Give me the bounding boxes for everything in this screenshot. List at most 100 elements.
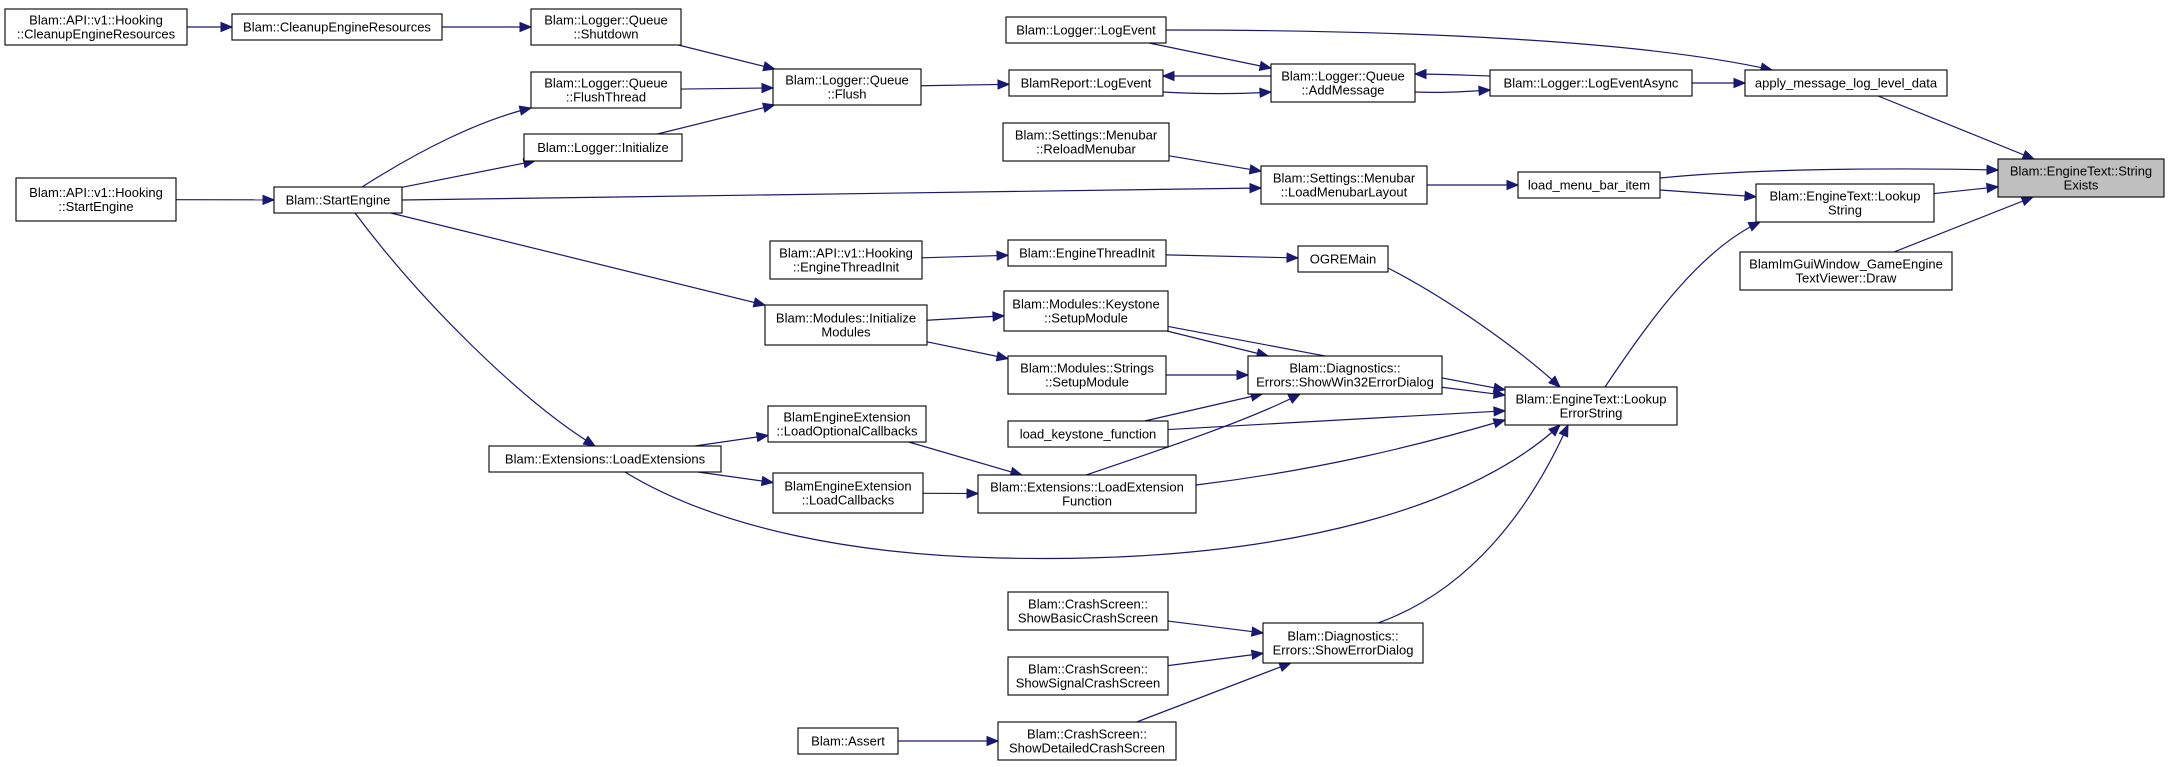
graph-node-ext-loadoptional[interactable]: BlamEngineExtension::LoadOptionalCallbac… (767, 405, 927, 443)
graph-node-ogremain[interactable]: OGREMain (1297, 245, 1389, 273)
arrowhead (986, 735, 1000, 747)
node-label-line: ::SetupModule (1045, 375, 1129, 390)
edge-logeventasync-to-lq_addmessage (1413, 68, 1491, 80)
node-label-line: Errors::ShowErrorDialog (1273, 643, 1414, 658)
graph-node-lq-flushthread[interactable]: Blam::Logger::Queue::FlushThread (530, 71, 682, 109)
arrowhead (1744, 190, 1758, 202)
arrowhead (1286, 252, 1300, 263)
arrowhead (1986, 182, 2000, 194)
nodes-layer: Blam::EngineText::StringExistsBlam::API:… (4, 8, 2165, 761)
arrowhead (1258, 60, 1273, 71)
graph-node-api-start[interactable]: Blam::API::v1::Hooking::StartEngine (15, 177, 177, 222)
edge-load_keystone_fn-to-showwin32 (1144, 391, 1264, 422)
node-box (977, 474, 1197, 514)
graph-node-logger-init[interactable]: Blam::Logger::Initialize (523, 133, 683, 162)
node-label-line: ::ReloadMenubar (1036, 142, 1136, 157)
edge-api_enginethreadinit-to-enginethreadinit (921, 250, 1010, 261)
edge-assert-to-crash_detailed (898, 735, 1000, 747)
graph-node-crash-signal[interactable]: Blam::CrashScreen::ShowSignalCrashScreen (1007, 656, 1169, 696)
node-box (530, 8, 682, 46)
graph-node-apply-msg[interactable]: apply_message_log_level_data (1744, 69, 1948, 97)
node-label-line: load_menu_bar_item (1528, 178, 1650, 193)
graph-node-keystone-setup[interactable]: Blam::Modules::Keystone::SetupModule (1003, 290, 1169, 332)
graph-node-crash-detailed[interactable]: Blam::CrashScreen::ShowDetailedCrashScre… (997, 721, 1177, 761)
graph-node-cleanup[interactable]: Blam::CleanupEngineResources (231, 13, 443, 41)
graph-node-lq-shutdown[interactable]: Blam::Logger::Queue::Shutdown (530, 8, 682, 46)
node-label-line: apply_message_log_level_data (1755, 76, 1938, 91)
graph-node-logger-logevent[interactable]: Blam::Logger::LogEvent (1005, 16, 1167, 44)
node-box (997, 721, 1177, 761)
node-box (1755, 183, 1935, 223)
graph-node-menubar-reload[interactable]: Blam::Settings::Menubar::ReloadMenubar (1002, 122, 1170, 162)
node-box (523, 133, 683, 162)
graph-node-api-cleanup[interactable]: Blam::API::v1::Hooking::CleanupEngineRes… (4, 8, 188, 46)
arrowhead (1547, 375, 1561, 388)
edge-startengine-to-ext_loadext (354, 212, 597, 447)
arrowhead (262, 194, 276, 206)
arrowhead (997, 79, 1011, 90)
node-label-line: Blam::Modules::Keystone (1012, 297, 1159, 312)
edge-lookup_string-to-root (1933, 182, 2000, 195)
graph-node-api-enginethreadinit[interactable]: Blam::API::v1::Hooking::EngineThreadInit (769, 240, 923, 280)
edge-ext_loadoptional-to-ext_loadextfn (908, 441, 1024, 477)
edge-crash_signal-to-showerror (1167, 649, 1265, 667)
edge-enginethreadinit-to-ogremain (1165, 252, 1300, 263)
graph-node-ext-loadext[interactable]: Blam::Extensions::LoadExtensions (488, 445, 722, 473)
node-box (769, 240, 923, 280)
node-box (1247, 355, 1443, 395)
graph-node-startengine[interactable]: Blam::StartEngine (273, 186, 403, 214)
node-label-line: BlamReport::LogEvent (1021, 76, 1152, 91)
edge-modules_init-to-keystone_setup (926, 311, 1006, 322)
graph-node-crash-basic[interactable]: Blam::CrashScreen::ShowBasicCrashScreen (1007, 591, 1169, 631)
arrowhead (760, 475, 775, 487)
node-box (1997, 158, 2165, 198)
graph-node-load-menu-bar-item[interactable]: load_menu_bar_item (1517, 171, 1661, 199)
node-label-line: Blam::Settings::Menubar (1015, 128, 1158, 143)
node-label-line: Blam::StartEngine (286, 193, 391, 208)
graph-node-enginethreadinit[interactable]: Blam::EngineThreadInit (1007, 239, 1167, 267)
node-label-line: Blam::EngineText::Lookup (1515, 392, 1666, 407)
edge-ext_loadext-to-ext_loadcallbacks (697, 471, 775, 487)
edges-layer (175, 21, 2036, 747)
graph-node-blamreport-logevent[interactable]: BlamReport::LogEvent (1008, 69, 1164, 97)
graph-node-showwin32[interactable]: Blam::Diagnostics::Errors::ShowWin32Erro… (1247, 355, 1443, 395)
node-box (1489, 69, 1693, 97)
arrowhead (1287, 393, 1302, 404)
arrowhead (1493, 406, 1507, 417)
node-label-line: ShowDetailedCrashScreen (1009, 741, 1165, 756)
edge-lq_addmessage-to-logeventasync (1414, 85, 1492, 96)
node-label-line: Blam::Logger::Queue (544, 76, 668, 91)
node-label-line: ::LoadMenubarLayout (1281, 185, 1408, 200)
graph-node-strings-setup[interactable]: Blam::Modules::Strings::SetupModule (1007, 355, 1167, 395)
arrowhead (995, 351, 1010, 362)
graph-node-imgui-draw[interactable]: BlamImGuiWindow_GameEngineTextViewer::Dr… (1739, 251, 1953, 291)
edge-ext_loadext-to-ext_loadoptional (694, 431, 770, 447)
node-label-line: Exists (2064, 178, 2099, 193)
node-box (488, 445, 722, 473)
graph-node-lq-flush[interactable]: Blam::Logger::Queue::Flush (772, 68, 922, 106)
node-box (15, 177, 177, 222)
node-label-line: Blam::Modules::Strings (1020, 361, 1154, 376)
graph-node-assert[interactable]: Blam::Assert (797, 727, 899, 755)
graph-node-ext-loadcallbacks[interactable]: BlamEngineExtension::LoadCallbacks (772, 472, 924, 514)
node-label-line: Blam::Extensions::LoadExtension (990, 480, 1184, 495)
node-box (1504, 386, 1678, 426)
graph-node-lq-addmessage[interactable]: Blam::Logger::Queue::AddMessage (1270, 63, 1416, 103)
arrowhead (1747, 221, 1762, 232)
node-label-line: Blam::API::v1::Hooking (29, 185, 163, 200)
node-label-line: Blam::Modules::Initialize (776, 311, 916, 326)
graph-node-logeventasync[interactable]: Blam::Logger::LogEventAsync (1489, 69, 1693, 97)
graph-node-showerror[interactable]: Blam::Diagnostics::Errors::ShowErrorDial… (1262, 622, 1424, 664)
node-label-line: String (1828, 203, 1862, 218)
edge-load_menu_bar_item-to-lookup_string (1659, 189, 1758, 202)
node-box (1007, 591, 1169, 631)
node-box (1262, 622, 1424, 664)
graph-node-menubar-loadlayout[interactable]: Blam::Settings::Menubar::LoadMenubarLayo… (1260, 165, 1428, 205)
graph-node-load-keystone-fn[interactable]: load_keystone_function (1007, 420, 1169, 448)
arrowhead (1548, 424, 1561, 437)
